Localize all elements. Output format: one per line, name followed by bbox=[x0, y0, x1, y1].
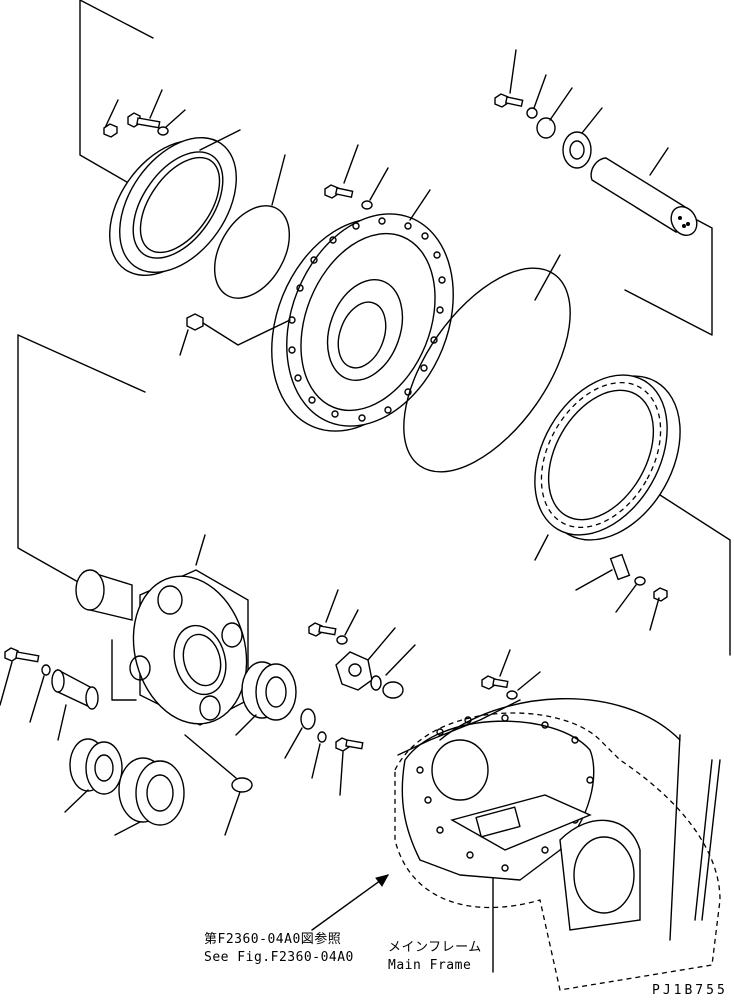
bolt-center-top bbox=[324, 144, 389, 210]
main-frame-label-jp: メインフレーム bbox=[388, 940, 482, 955]
bolt-top-right bbox=[494, 49, 524, 108]
gear-center bbox=[235, 661, 297, 736]
bearing-top-right bbox=[562, 107, 603, 169]
spacer-left bbox=[51, 668, 99, 741]
bolt-left bbox=[0, 647, 51, 723]
bolt-small-top-left bbox=[103, 99, 119, 138]
main-frame-label-en: Main Frame bbox=[388, 958, 472, 973]
main-frame-outline bbox=[394, 697, 721, 991]
washer-top-left bbox=[157, 109, 186, 136]
bearing-left-lower bbox=[64, 738, 123, 813]
pin-disc bbox=[184, 734, 253, 836]
carrier bbox=[75, 534, 249, 726]
bolt-top-left bbox=[127, 89, 163, 129]
reference-label-en: See Fig.F2360-04A0 bbox=[204, 950, 354, 965]
carrier-housing bbox=[271, 189, 454, 432]
lock-plate-top-right bbox=[536, 87, 573, 139]
seal-disc bbox=[370, 644, 416, 699]
bolt-center-lower bbox=[311, 731, 364, 796]
bolt-flange bbox=[308, 589, 359, 645]
bolt-frame bbox=[481, 649, 541, 700]
shaft-pin bbox=[590, 147, 713, 336]
lock-tab-right bbox=[575, 553, 668, 631]
reference-arrow bbox=[311, 874, 389, 931]
reference-label-jp: 第F2360-04A0図参照 bbox=[204, 932, 342, 947]
figure-code: PJ1B755 bbox=[652, 983, 728, 998]
bracket-line-left bbox=[17, 334, 146, 601]
plug bbox=[179, 313, 291, 356]
cover-plate bbox=[109, 129, 241, 277]
ring-gear bbox=[534, 374, 731, 656]
washer-top-right bbox=[526, 74, 547, 119]
o-ring-large bbox=[403, 254, 571, 473]
thrust-washer bbox=[284, 708, 316, 759]
gear-left-lower bbox=[114, 757, 185, 836]
o-ring-small bbox=[213, 154, 291, 299]
